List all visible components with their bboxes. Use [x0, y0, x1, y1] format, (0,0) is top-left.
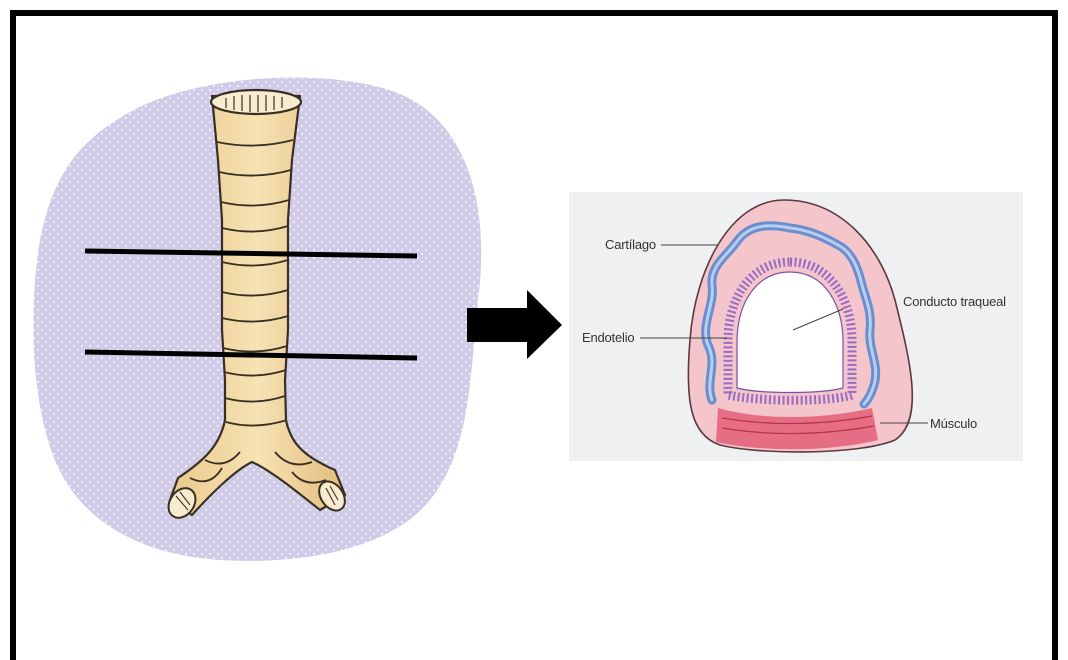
- arrow-right-icon: [467, 290, 562, 359]
- label-cartilage: Cartílago: [605, 237, 656, 252]
- label-endothelium: Endotelio: [582, 330, 634, 345]
- label-muscle: Músculo: [930, 416, 977, 431]
- label-lumen: Conducto traqueal: [903, 294, 1006, 309]
